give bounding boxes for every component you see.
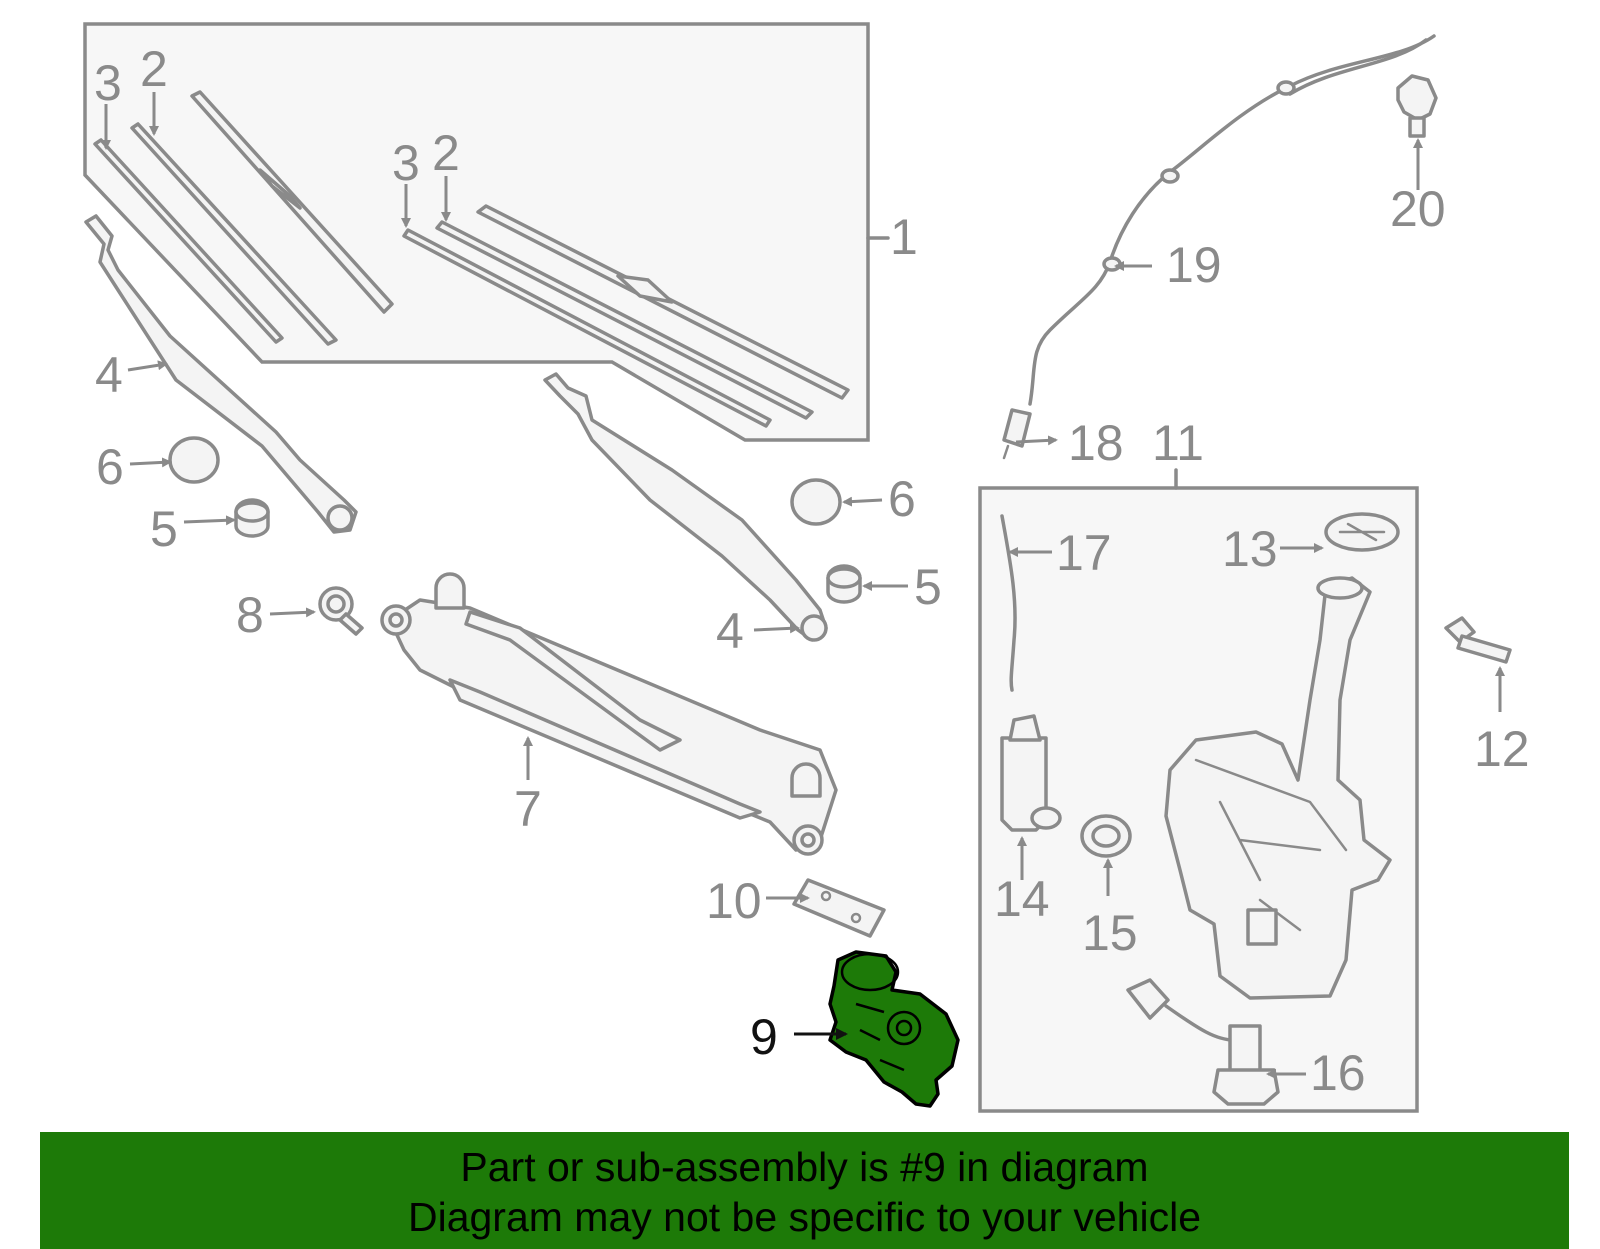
callout-7: 7 [514,781,542,837]
callout-16: 16 [1310,1045,1366,1101]
callout-2-right: 2 [432,125,460,181]
callout-12: 12 [1474,721,1530,777]
wiper-linkage [380,572,838,856]
linkage-bolt [318,586,364,636]
wiper-blade-right [402,204,850,428]
callout-15: 15 [1082,905,1138,961]
callout-13: 13 [1222,521,1278,577]
callout-labels: 1 3 2 3 2 4 4 6 6 5 5 8 7 10 9 11 12 13 … [94,41,1530,1101]
callout-11: 11 [1152,415,1204,471]
reservoir-hose [1000,514,1017,692]
callout-14: 14 [994,871,1050,927]
callout-9[interactable]: 9 [750,1009,778,1065]
callout-3-left: 3 [94,55,122,111]
washer-nozzle [1396,74,1438,138]
callout-3-right: 3 [392,135,420,191]
wiper-arm-left [84,214,358,534]
pivot-cap-left [168,436,220,484]
callout-2-left: 2 [140,41,168,97]
reservoir-bolt [1444,616,1512,664]
wiper-blade-left [93,90,394,346]
callout-5-left: 5 [150,501,178,557]
wiper-motor-highlighted[interactable] [828,950,960,1108]
hose-connector [1002,408,1032,460]
callout-10: 10 [706,873,762,929]
pivot-nut-right [826,564,862,604]
callout-17: 17 [1056,525,1112,581]
level-sensor [1126,978,1280,1106]
washer-pump [1000,714,1062,832]
callout-18: 18 [1068,415,1124,471]
callout-4-left: 4 [95,347,123,403]
pump-grommet [1080,814,1132,858]
callout-8: 8 [236,587,264,643]
callout-arrows [101,92,1505,1079]
info-banner: Part or sub-assembly is #9 in diagram Di… [40,1132,1569,1249]
callout-20: 20 [1390,181,1446,237]
wiper-arm-right [543,372,828,642]
reservoir-cap [1324,512,1400,552]
washer-hose [1028,34,1436,406]
callout-5-right: 5 [914,559,942,615]
callout-19: 19 [1166,237,1222,293]
washer-reservoir [1164,576,1392,1000]
pivot-nut-left [234,498,270,538]
callout-6-right: 6 [888,471,916,527]
motor-bracket [792,878,886,938]
callout-4-right: 4 [716,603,744,659]
callout-6-left: 6 [96,439,124,495]
pivot-cap-right [790,478,842,526]
banner-line-disclaimer: Diagram may not be specific to your vehi… [407,1194,1201,1240]
callout-1: 1 [890,209,918,265]
banner-line-part: Part or sub-assembly is #9 in diagram [460,1144,1149,1190]
